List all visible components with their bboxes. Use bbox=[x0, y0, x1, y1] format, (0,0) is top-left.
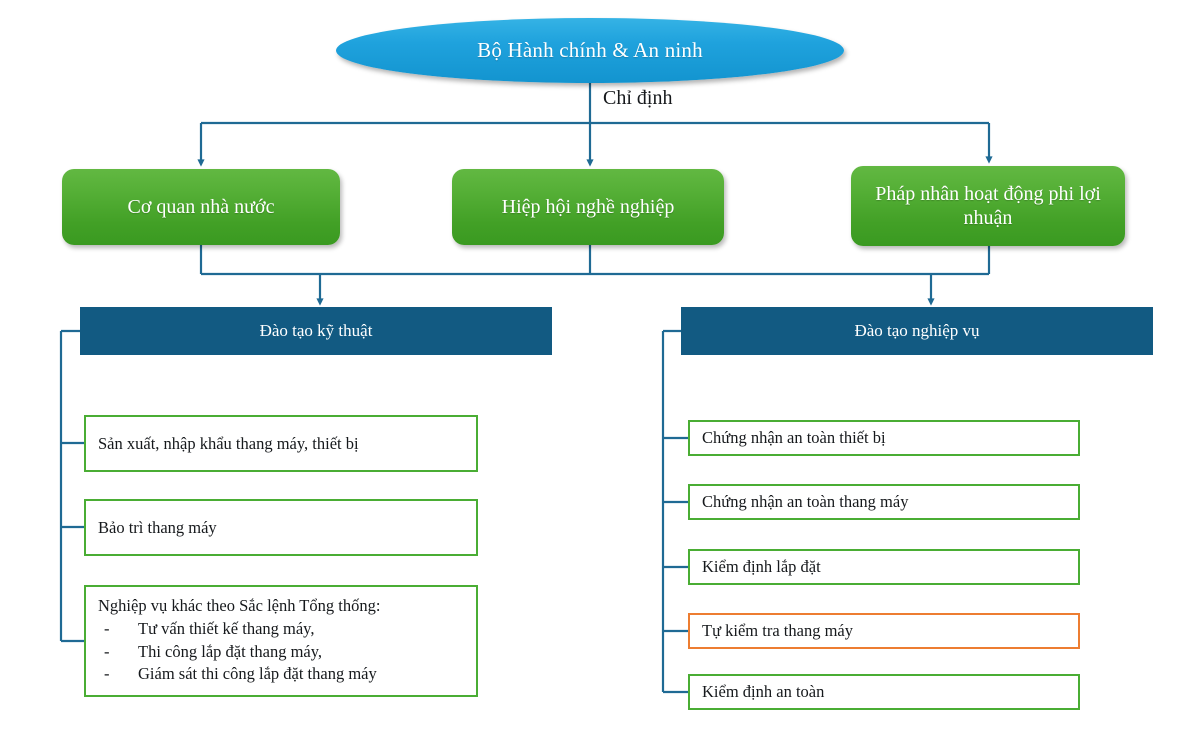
leaf-bullet: - Thi công lắp đặt thang máy, bbox=[98, 641, 464, 664]
leaf-label: Chứng nhận an toàn thang máy bbox=[702, 492, 909, 511]
bullet-marker: - bbox=[104, 618, 110, 638]
agency-box-nonprofit-legal-entity[interactable]: Pháp nhân hoạt động phi lợi nhuận bbox=[851, 166, 1125, 246]
leaf-label: Bảo trì thang máy bbox=[98, 517, 217, 537]
agency-label: Hiệp hội nghề nghiệp bbox=[501, 195, 675, 218]
root-node-ministry[interactable]: Bộ Hành chính & An ninh bbox=[336, 18, 844, 83]
leaf-label: Tự kiểm tra thang máy bbox=[702, 621, 853, 640]
leaf-item-with-bullets[interactable]: Nghiệp vụ khác theo Sắc lệnh Tổng thống:… bbox=[84, 585, 478, 697]
leaf-item[interactable]: Sản xuất, nhập khẩu thang máy, thiết bị bbox=[84, 415, 478, 472]
leaf-item[interactable]: Bảo trì thang máy bbox=[84, 499, 478, 556]
section-header-technical-training[interactable]: Đào tạo kỹ thuật bbox=[80, 307, 552, 355]
leaf-label: Kiểm định an toàn bbox=[702, 682, 825, 701]
agency-label: Pháp nhân hoạt động phi lợi nhuận bbox=[875, 182, 1101, 229]
leaf-label: Kiểm định lắp đặt bbox=[702, 557, 821, 576]
leaf-bullet: - Tư vấn thiết kế thang máy, bbox=[98, 618, 464, 641]
bullet-marker: - bbox=[104, 664, 110, 684]
agency-box-professional-association[interactable]: Hiệp hội nghề nghiệp bbox=[452, 169, 724, 245]
leaf-label: Nghiệp vụ khác theo Sắc lệnh Tổng thống: bbox=[98, 596, 381, 615]
bullet-label: Thi công lắp đặt thang máy, bbox=[138, 641, 323, 661]
leaf-item[interactable]: Chứng nhận an toàn thang máy bbox=[688, 484, 1080, 520]
section-header-label: Đào tạo kỹ thuật bbox=[259, 321, 373, 340]
leaf-item[interactable]: Kiểm định lắp đặt bbox=[688, 549, 1080, 585]
leaf-item-highlighted[interactable]: Tự kiểm tra thang máy bbox=[688, 613, 1080, 649]
section-header-label: Đào tạo nghiệp vụ bbox=[854, 321, 980, 340]
leaf-item[interactable]: Kiểm định an toàn bbox=[688, 674, 1080, 710]
leaf-label: Sản xuất, nhập khẩu thang máy, thiết bị bbox=[98, 433, 359, 453]
edge-label-designation: Chỉ định bbox=[603, 87, 673, 109]
leaf-item[interactable]: Chứng nhận an toàn thiết bị bbox=[688, 420, 1080, 456]
leaf-bullet: - Giám sát thi công lắp đặt thang máy bbox=[98, 663, 464, 686]
section-header-professional-training[interactable]: Đào tạo nghiệp vụ bbox=[681, 307, 1153, 355]
agency-box-government[interactable]: Cơ quan nhà nước bbox=[62, 169, 340, 245]
agency-label: Cơ quan nhà nước bbox=[127, 195, 275, 218]
bullet-marker: - bbox=[104, 641, 110, 661]
leaf-label: Chứng nhận an toàn thiết bị bbox=[702, 428, 886, 447]
root-node-label: Bộ Hành chính & An ninh bbox=[477, 38, 703, 62]
bullet-label: Tư vấn thiết kế thang máy, bbox=[138, 618, 315, 638]
bullet-label: Giám sát thi công lắp đặt thang máy bbox=[138, 664, 377, 684]
